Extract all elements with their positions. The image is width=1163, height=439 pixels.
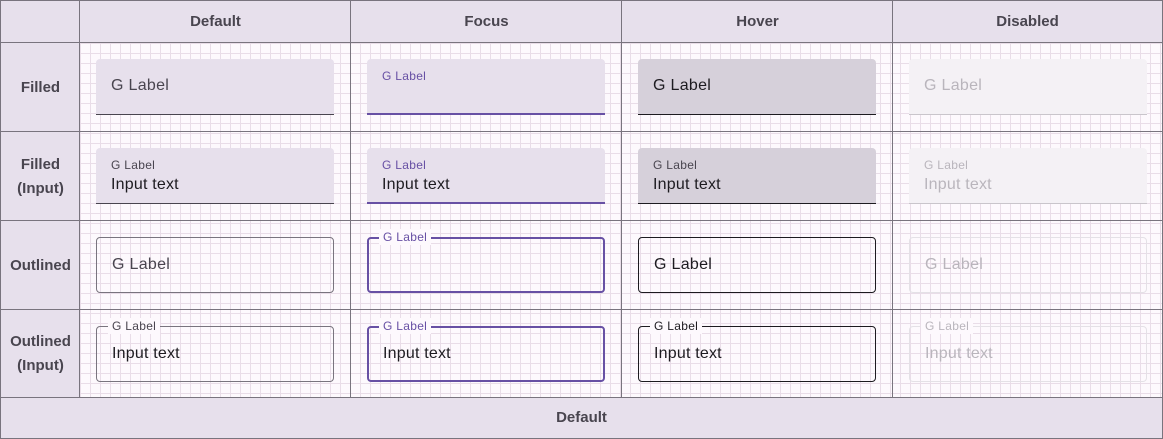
outlined-text-field-disabled: G Label	[909, 237, 1147, 293]
filled-input-field-disabled: G Label Input text	[909, 148, 1147, 204]
field-label: G Label	[111, 77, 170, 94]
filled-input-field-default[interactable]: G Label Input text	[96, 148, 334, 204]
field-input-text: Input text	[654, 345, 722, 362]
field-label: G Label	[653, 77, 712, 94]
filled-input-field-hover[interactable]: G Label Input text	[638, 148, 876, 204]
row-divider	[1, 131, 1162, 132]
column-header-hover: Hover	[622, 1, 893, 43]
field-input-text: Input text	[925, 345, 993, 362]
column-divider	[621, 1, 622, 398]
field-label: G Label	[924, 158, 969, 172]
field-label: G Label	[382, 158, 427, 172]
field-label: G Label	[111, 158, 156, 172]
field-input-text: Input text	[111, 176, 179, 193]
field-input-text: Input text	[112, 345, 180, 362]
filled-text-field-focus[interactable]: G Label	[367, 59, 605, 115]
field-label: G Label	[108, 318, 161, 334]
field-label: G Label	[924, 77, 983, 94]
field-label: G Label	[379, 318, 432, 334]
filled-text-field-hover[interactable]: G Label	[638, 59, 876, 115]
filled-text-field-disabled: G Label	[909, 59, 1147, 115]
outlined-text-field-default[interactable]: G Label	[96, 237, 334, 293]
field-label: G Label	[925, 256, 984, 273]
field-input-text: Input text	[382, 176, 450, 193]
filled-input-field-focus[interactable]: G Label Input text	[367, 148, 605, 204]
footer-label: Default	[1, 398, 1162, 438]
outlined-input-field-default[interactable]: G Label Input text	[96, 318, 334, 382]
filled-text-field-default[interactable]: G Label	[96, 59, 334, 115]
outlined-text-field-focus[interactable]: G Label	[367, 229, 605, 293]
row-header-filled: Filled	[1, 43, 80, 132]
row-divider	[1, 42, 1162, 43]
field-label: G Label	[921, 318, 974, 334]
outlined-input-field-disabled: G Label Input text	[909, 318, 1147, 382]
column-header-focus: Focus	[351, 1, 622, 43]
field-label: G Label	[112, 256, 171, 273]
field-input-text: Input text	[924, 176, 992, 193]
row-header-outlined-input: Outlined (Input)	[1, 310, 80, 398]
outlined-input-field-hover[interactable]: G Label Input text	[638, 318, 876, 382]
row-divider	[1, 309, 1162, 310]
column-divider	[892, 1, 893, 398]
field-label: G Label	[654, 256, 713, 273]
column-header-disabled: Disabled	[893, 1, 1162, 43]
field-label: G Label	[379, 229, 432, 245]
corner-cell	[1, 1, 80, 43]
row-divider	[1, 397, 1162, 398]
column-divider	[350, 1, 351, 398]
field-label: G Label	[653, 158, 698, 172]
field-label: G Label	[650, 318, 703, 334]
field-input-text: Input text	[653, 176, 721, 193]
row-header-filled-input: Filled (Input)	[1, 132, 80, 221]
outlined-input-field-focus[interactable]: G Label Input text	[367, 318, 605, 382]
outlined-text-field-hover[interactable]: G Label	[638, 237, 876, 293]
field-label: G Label	[382, 69, 427, 83]
row-divider	[1, 220, 1162, 221]
field-input-text: Input text	[383, 345, 451, 362]
column-header-default: Default	[80, 1, 351, 43]
row-header-outlined: Outlined	[1, 221, 80, 310]
column-divider	[79, 1, 80, 398]
